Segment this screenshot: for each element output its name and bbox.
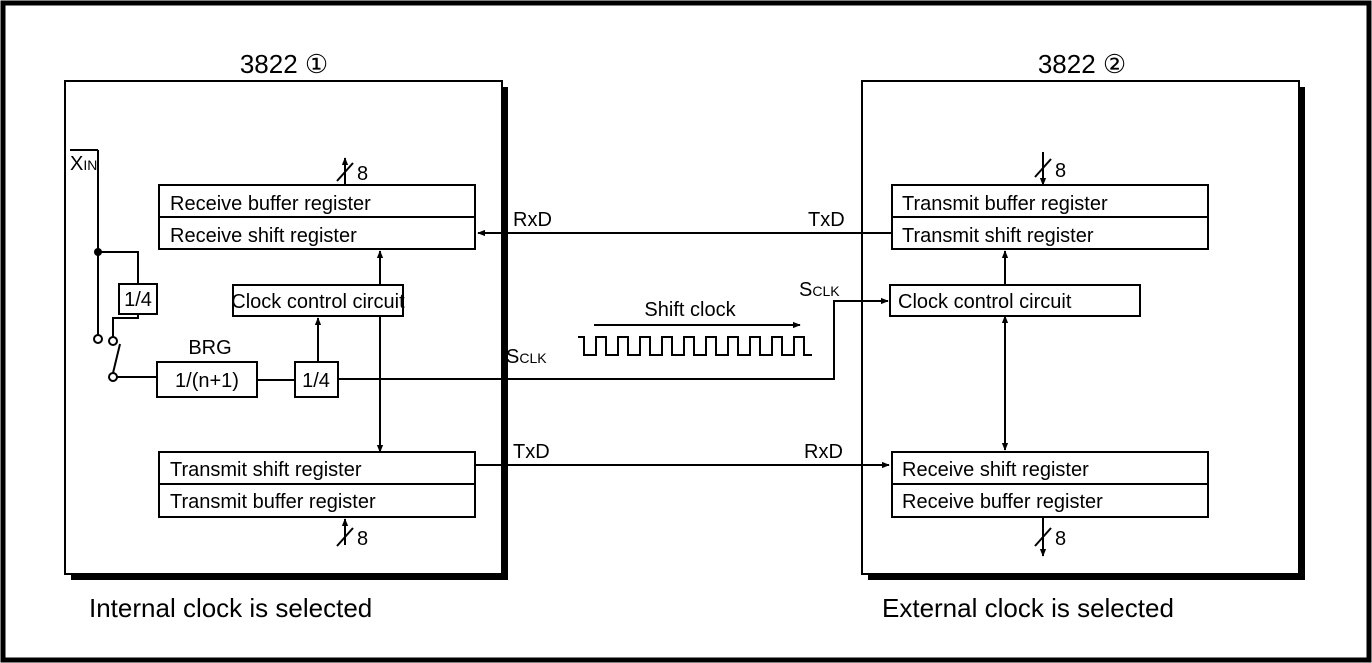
right-clock-control-label: Clock control circuit [898, 291, 1072, 313]
right-transmit-buffer-label: Transmit buffer register [902, 193, 1108, 215]
left-clock-control-label: Clock control circuit [231, 291, 405, 313]
sclk-left-label: SCLK [506, 346, 547, 368]
brg-label: BRG [188, 337, 231, 359]
right-clock-control-box [889, 284, 1141, 317]
right-top-bus-slash [1034, 158, 1052, 178]
right-bottom-bus-width: 8 [1055, 528, 1066, 550]
sclk-right-label: SCLK [799, 279, 840, 301]
switch-pivot [108, 372, 118, 382]
rxd-right-bottom-label: RxD [804, 441, 843, 463]
right-receive-shift-label: Receive shift register [902, 459, 1089, 481]
left-caption: Internal clock is selected [89, 593, 372, 623]
right-chip-title: 3822 ② [1038, 49, 1126, 79]
sclk-line [338, 297, 889, 380]
left-receive-buffer-label: Receive buffer register [170, 193, 371, 215]
left-transmit-shift-label: Transmit shift register [170, 459, 362, 481]
left-top-bus-slash [336, 162, 354, 182]
xin-quarter-wire [98, 251, 139, 340]
left-div-quarter-box-b [294, 361, 339, 398]
shift-clock-waveform [578, 336, 812, 356]
switch-lever [112, 343, 121, 374]
txd-left-bottom-label: TxD [513, 441, 550, 463]
left-div-quarter-label-a: 1/4 [124, 289, 152, 311]
right-caption: External clock is selected [882, 593, 1174, 623]
shift-clock-label: Shift clock [644, 299, 736, 321]
left-bottom-bus-slash [336, 527, 354, 547]
left-clock-control-box [232, 284, 404, 317]
left-div-quarter-box-a [118, 283, 158, 315]
left-bottom-bus-width: 8 [357, 528, 368, 550]
switch-contact-b [108, 336, 118, 346]
brg-divider-label: 1/(n+1) [175, 370, 239, 392]
right-receive-buffer-label: Receive buffer register [902, 491, 1103, 513]
left-chip-title: 3822 ① [240, 49, 328, 79]
xin-label: XIN [70, 153, 97, 175]
left-transmit-buffer-label: Transmit buffer register [170, 491, 376, 513]
right-bottom-bus-slash [1034, 527, 1052, 547]
switch-contact-a [93, 334, 103, 344]
right-transmit-shift-label: Transmit shift register [902, 225, 1094, 247]
left-top-bus-width: 8 [357, 163, 368, 185]
left-receive-shift-label: Receive shift register [170, 225, 357, 247]
txd-right-top-label: TxD [808, 209, 845, 231]
left-div-quarter-label-b: 1/4 [302, 370, 330, 392]
rxd-left-label: RxD [513, 209, 552, 231]
right-top-bus-width: 8 [1055, 160, 1066, 182]
